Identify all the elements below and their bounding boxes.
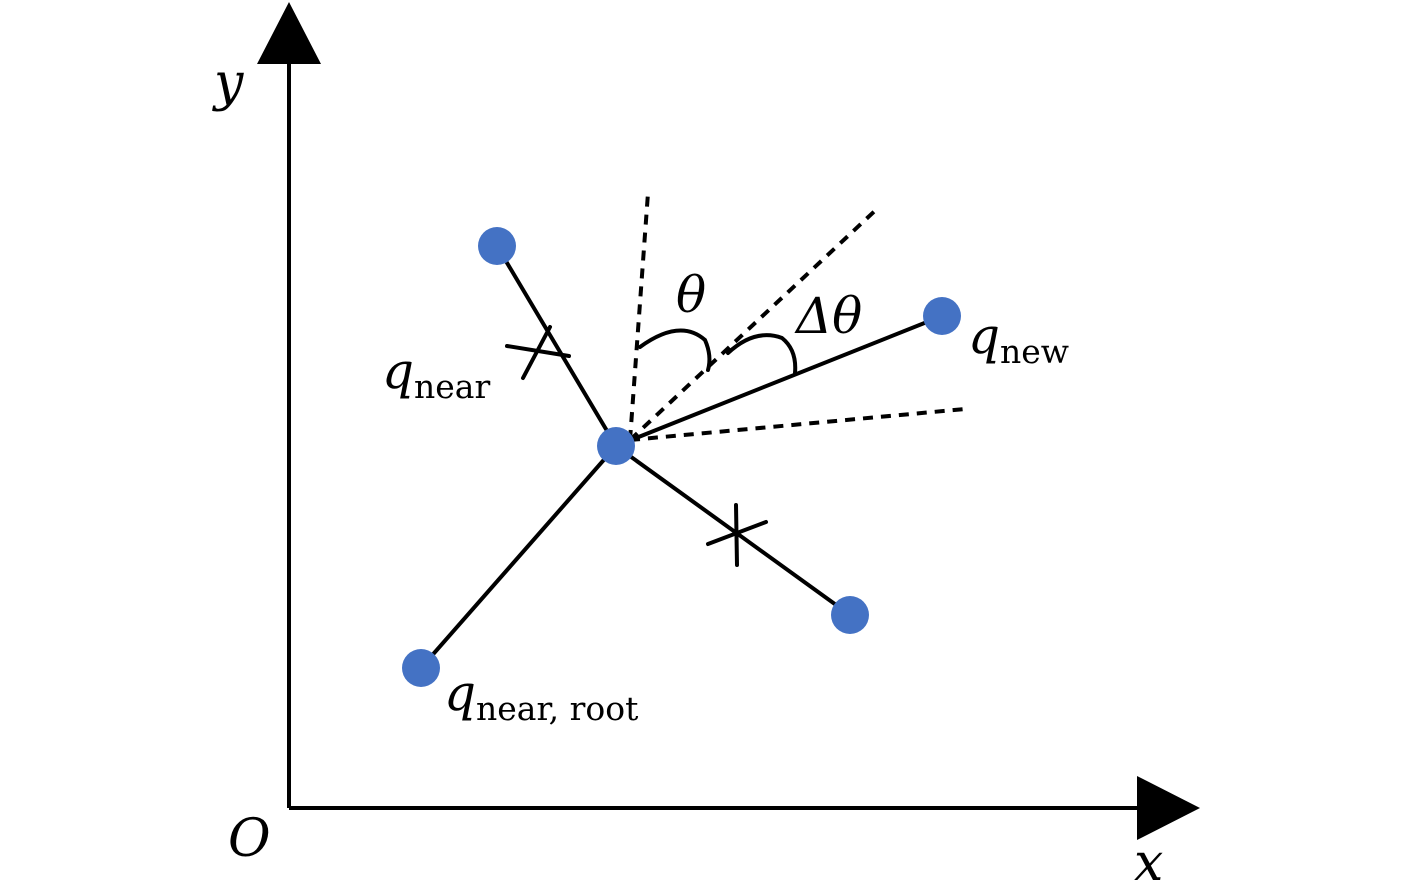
delta-theta-label: Δθ — [794, 287, 862, 345]
node-lower-right — [831, 596, 869, 634]
theta-arc — [638, 328, 712, 372]
q-new-label: qnew — [968, 307, 1069, 371]
q-new-main: q — [968, 307, 1000, 365]
dashed-line-horizontal — [629, 407, 966, 442]
dashed-line-vertical — [628, 192, 650, 441]
axes — [257, 2, 1200, 840]
y-axis-arrowhead — [257, 2, 321, 64]
edge-to-new-node — [614, 314, 944, 448]
edge-to-upper-left-node — [495, 244, 618, 448]
dashed-lines — [628, 192, 966, 442]
cross-marks — [505, 325, 768, 567]
q-near-main: q — [382, 342, 414, 400]
angle-arcs — [638, 328, 798, 375]
node-center — [597, 427, 635, 465]
dashed-line-diagonal — [628, 205, 881, 442]
q-near-root-main: q — [444, 664, 476, 722]
node-root — [402, 649, 440, 687]
nodes — [402, 227, 961, 687]
x-axis-label: x — [1134, 833, 1163, 885]
q-near-label: qnear — [382, 342, 490, 406]
tree-edges — [419, 244, 944, 670]
node-new — [923, 297, 961, 335]
q-new-sub: new — [1000, 332, 1069, 371]
q-near-root-sub: near, root — [476, 689, 638, 728]
theta-label: θ — [676, 266, 706, 324]
y-axis-label: y — [212, 53, 244, 113]
q-near-sub: near — [414, 367, 490, 406]
node-upper-left — [478, 227, 516, 265]
delta-theta-arc — [726, 333, 798, 375]
cross-mark-lower — [706, 503, 768, 567]
x-axis-arrowhead — [1137, 776, 1200, 840]
edge-to-lower-right-node — [614, 444, 852, 617]
edge-to-root-node — [419, 444, 618, 670]
q-near-root-label: qnear, root — [444, 664, 638, 728]
origin-label: O — [228, 809, 271, 869]
cross-mark-upper — [505, 325, 571, 380]
